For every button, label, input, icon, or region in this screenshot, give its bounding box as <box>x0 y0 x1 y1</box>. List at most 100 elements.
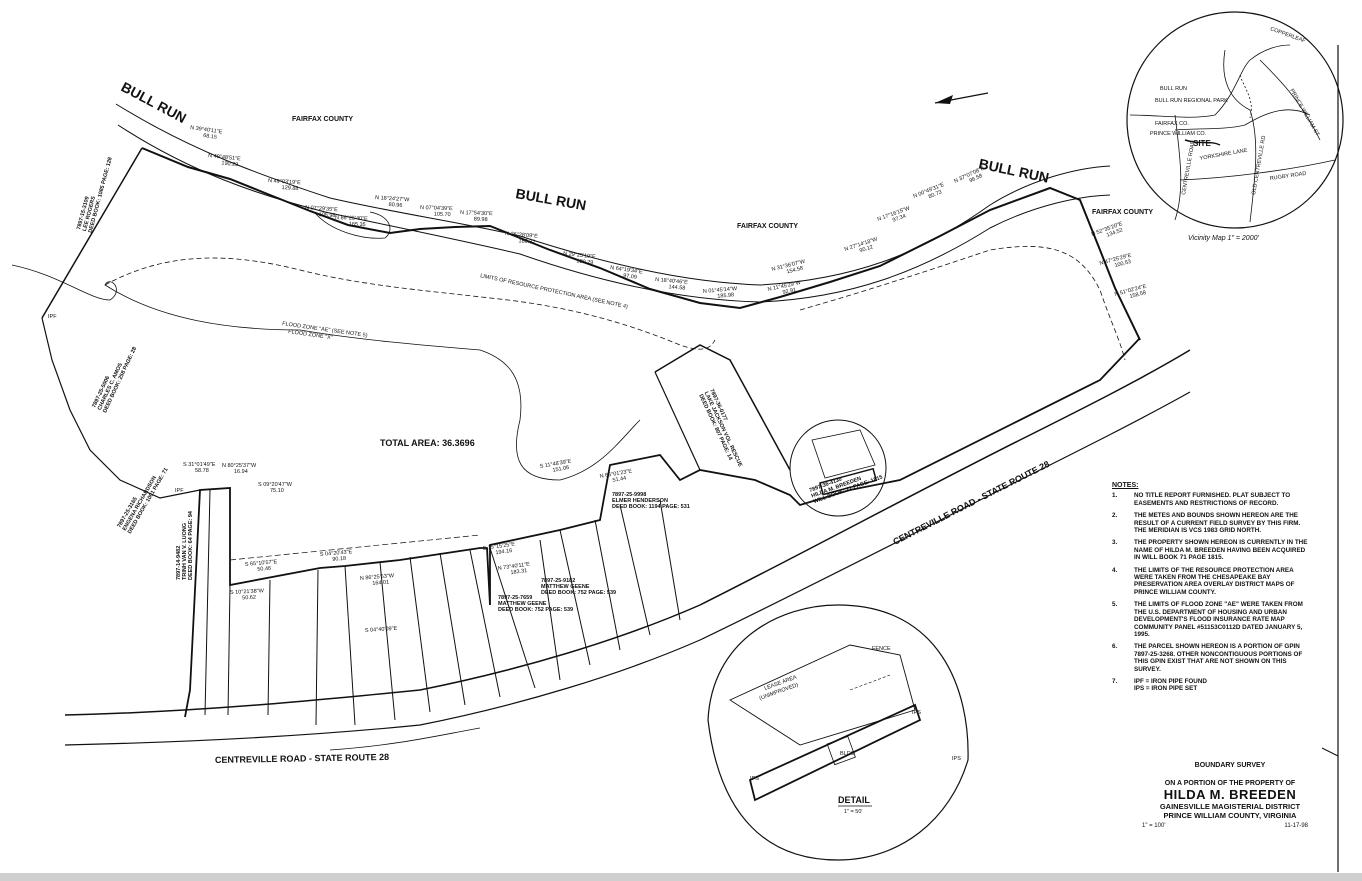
bearing-label: N 07°29'35"E105.98 <box>304 205 338 219</box>
detail-label: DETAIL <box>838 795 870 805</box>
west-lot-line <box>41 317 201 499</box>
note-number: 2. <box>1112 512 1118 520</box>
note-number: 3. <box>1112 539 1118 547</box>
lot-lines <box>204 489 681 726</box>
note-item: 2. THE METES AND BOUNDS SHOWN HEREON ARE … <box>1112 512 1312 534</box>
vicinity-pw: PRINCE WILLIAM CO. <box>1150 131 1207 137</box>
owner-label: 7897-14-9482TRINH VAN V. LUONGDEED BOOK:… <box>176 510 194 580</box>
note-item: 6.THE PARCEL SHOWN HEREON IS A PORTION O… <box>1112 643 1312 673</box>
north-arrow-icon <box>934 92 989 104</box>
small-lease-area <box>811 429 878 496</box>
road-label-south: CENTREVILLE ROAD - STATE ROUTE 28 <box>215 752 389 765</box>
bull-run-stream <box>115 103 1111 303</box>
vicinity-park: BULL RUN REGIONAL PARK <box>1155 98 1228 104</box>
bearing-label: N 18°40'46"E144.58 <box>654 277 688 292</box>
ips-label-detail-3: IPS <box>952 756 961 762</box>
bearing-label: N 51°02'24"E158.58 <box>1114 284 1149 304</box>
northern-boundary-line <box>141 147 1141 341</box>
bearing-label: N 27°14'18"W90.12 <box>844 236 881 258</box>
total-area-label: TOTAL AREA: 36.3696 <box>380 438 475 448</box>
survey-type: BOUNDARY SURVEY <box>1194 762 1266 769</box>
ipf-label-2: IPF <box>175 488 184 494</box>
bull-run-label-center: BULL RUN <box>514 185 587 213</box>
rpa-limit-line <box>104 257 716 350</box>
bearing-label: N 31°36'07"W154.58 <box>771 259 808 279</box>
legend-ips: IPS = IRON PIPE SET <box>1134 685 1198 693</box>
bearing-label: N 64°19'34"E97.09 <box>609 265 643 281</box>
title-owner: HILDA M. BREEDEN <box>1163 787 1297 802</box>
note-legend: 7. IPF = IRON PIPE FOUND IPS = IRON PIPE… <box>1112 678 1312 693</box>
bearing-label: N 01°45'14"W185.98 <box>703 286 739 301</box>
bearing-label: N 07°04'39"E105.70 <box>420 205 453 218</box>
legend-ipf: IPF = IRON PIPE FOUND <box>1134 677 1207 685</box>
note-number: 6. <box>1112 643 1118 651</box>
lot-bearing-label: S 65°10'57"E50.46 <box>245 559 279 574</box>
title-date: 11-17-98 <box>1284 823 1308 829</box>
vicinity-road2: YORKSHIRE LANE <box>1199 148 1248 162</box>
title-line1: ON A PORTION OF THE PROPERTY OF <box>1164 780 1296 787</box>
note-item: 3. THE PROPERTY SHOWN HEREON IS CURRENTLY… <box>1112 539 1312 561</box>
creek-bearings: N 39°40'11"E68.15 N 49°48'51"E190.29 N 49°… <box>189 125 1149 304</box>
bull-run-label-east: BULL RUN <box>977 155 1050 185</box>
note-text: THE LIMITS OF FLOOD ZONE "AE" WERE TAKEN… <box>1134 601 1303 638</box>
lot-bearing-label: S 15°15'25"E194.16 <box>482 541 516 557</box>
note-text: THE PROPERTY SHOWN HEREON IS CURRENTLY I… <box>1134 539 1308 562</box>
vicinity-road6: COPPERLEAF <box>1269 26 1306 45</box>
vicinity-fairfax: FAIRFAX CO. <box>1155 121 1189 127</box>
centreville-road-row <box>64 349 1191 751</box>
bearing-label: N 17°54'30"E89.98 <box>460 210 493 223</box>
bearing-label: N 00°49'31"E80.73 <box>913 182 948 206</box>
detail-fence: FENCE <box>872 646 891 652</box>
note-text: THE METES AND BOUNDS SHOWN HEREON ARE TH… <box>1134 512 1301 535</box>
lot-bearing-label: S 04°20'43"E90.18 <box>320 549 354 564</box>
fairfax-county-label-3: FAIRFAX COUNTY <box>1092 209 1153 216</box>
note-item: 1.NO TITLE REPORT FURNISHED. PLAT SUBJEC… <box>1112 492 1312 507</box>
notes-block: NOTES: 1.NO TITLE REPORT FURNISHED. PLAT… <box>1112 482 1312 698</box>
ipf-label-1: IPF <box>48 314 57 320</box>
southern-boundary-line <box>184 337 1141 718</box>
note-item: 5.THE LIMITS OF FLOOD ZONE "AE" WERE TAK… <box>1112 601 1312 638</box>
ips-label-detail-2: IPS <box>912 710 921 716</box>
bearing-label: N 18°24'27"W80.96 <box>374 195 410 209</box>
detail-bldg: BLDG <box>840 751 855 757</box>
vicinity-map <box>1126 11 1344 229</box>
vicinity-road3: RUGBY ROAD <box>1269 171 1306 182</box>
bearing-label: N 86°25'40"E165.35 <box>335 215 368 228</box>
bearing-label: N 49°03'19"E129.88 <box>267 178 301 192</box>
lot-bearing-label: S 11°48'39"E151.06 <box>539 458 573 475</box>
note-number: 7. <box>1112 677 1118 685</box>
bearing-label: N 17°16'15"W97.34 <box>877 205 914 228</box>
lot-bearing-label: S 04°40'09"E <box>365 626 398 634</box>
bearing-label: N 26°28'09"E180.32 <box>504 231 538 246</box>
bearing-label: N 49°48'51"E190.29 <box>207 153 241 168</box>
fairfax-county-label-2: FAIRFAX COUNTY <box>737 223 798 230</box>
note-text: THE LIMITS OF THE RESOURCE PROTECTION AR… <box>1134 566 1295 596</box>
fairfax-county-label-1: FAIRFAX COUNTY <box>292 116 353 123</box>
title-district: GAINESVILLE MAGISTERIAL DISTRICT <box>1159 802 1301 811</box>
title-county: PRINCE WILLIAM COUNTY, VIRGINIA <box>1163 811 1297 820</box>
note-item: 4. THE LIMITS OF THE RESOURCE PROTECTION … <box>1112 567 1312 597</box>
zone-line <box>229 534 481 561</box>
detail-callout-circle <box>789 419 887 517</box>
notes-header: NOTES: <box>1112 482 1139 489</box>
note-text: NO TITLE REPORT FURNISHED. PLAT SUBJECT … <box>1134 492 1291 507</box>
scan-border <box>0 873 1362 881</box>
lot-bearing-label: S 10°21'38"W50.62 <box>230 588 265 602</box>
detail-view <box>707 604 969 861</box>
title-scale: 1" = 100' <box>1142 823 1166 829</box>
west-boundary-line <box>41 147 143 319</box>
bull-run-label-west: BULL RUN <box>119 79 189 127</box>
rpa-label: LIMITS OF RESOURCE PROTECTION AREA (SEE … <box>480 273 629 310</box>
bearing-label: N 39°40'11"E68.15 <box>189 125 223 141</box>
bearing-label: N 47°25'29"E100.53 <box>1099 253 1134 273</box>
vicinity-title: Vicinity Map 1" = 2000' <box>1188 235 1259 242</box>
note-number: 4. <box>1112 566 1118 574</box>
flood-zone-ae-line <box>11 264 641 481</box>
